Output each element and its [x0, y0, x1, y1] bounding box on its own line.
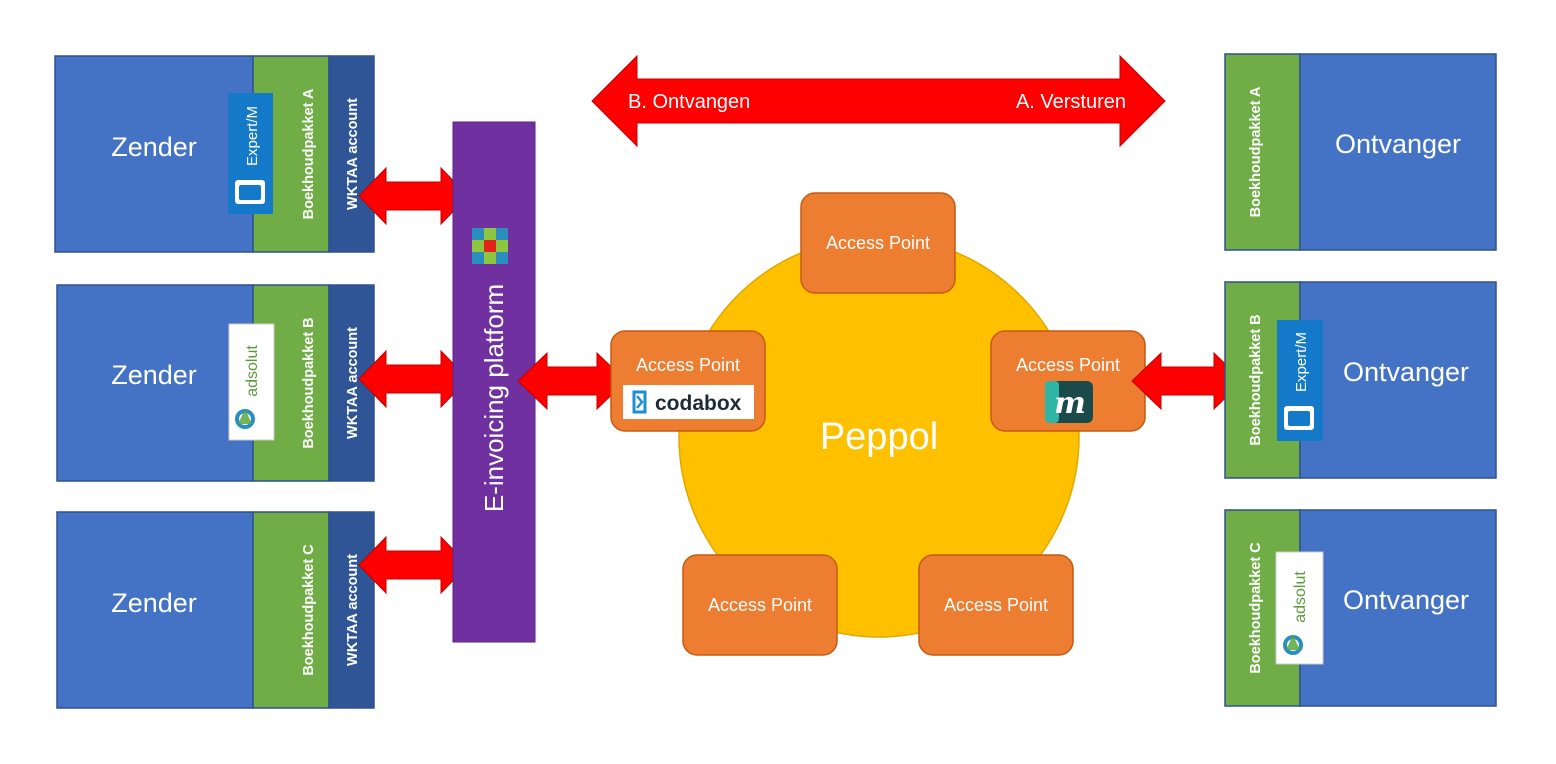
receiver-group-a: Boekhoudpakket A Ontvanger: [1224, 53, 1497, 251]
direction-left-label: B. Ontvangen: [628, 91, 750, 113]
expertm-logo-icon: Expert/M: [1277, 320, 1323, 441]
receiver-label: Ontvanger: [1343, 585, 1469, 615]
receiver-label: Ontvanger: [1335, 129, 1461, 159]
peppol-label: Peppol: [820, 416, 938, 458]
account-label: WKTAA account: [345, 327, 361, 439]
double-arrow-sender-b: [358, 349, 469, 409]
account-box: [328, 511, 375, 709]
direction-arrow: B. Ontvangen A. Versturen: [591, 54, 1166, 148]
adsolut-logo-label: adsolut: [1292, 571, 1309, 623]
expertm-logo-label: Expert/M: [244, 106, 261, 166]
direction-right-label: A. Versturen: [1016, 91, 1126, 113]
receiver-box: [1299, 509, 1497, 707]
receiver-box: [1299, 53, 1497, 251]
account-label: WKTAA account: [345, 554, 361, 666]
sender-label: Zender: [111, 588, 197, 618]
access-point-label: Access Point: [1016, 355, 1120, 375]
access-point-left: Access Point codabox: [610, 330, 766, 432]
adsolut-logo-icon: adsolut: [1275, 551, 1324, 665]
m-logo-label: m: [1054, 386, 1086, 421]
account-label: WKTAA account: [345, 98, 361, 210]
receiver-group-c: Boekhoudpakket C Ontvanger adsolut: [1224, 509, 1497, 707]
double-arrow-sender-a: [358, 166, 469, 226]
platform-label: E-invoicing platform: [479, 284, 509, 512]
sender-group-c: Zender Boekhoudpakket C WKTAA account: [56, 511, 375, 709]
sender-group-a: Zender Boekhoudpakket A WKTAA account Ex…: [54, 55, 375, 253]
codabox-logo-icon: codabox: [623, 385, 754, 419]
package-box: [252, 511, 330, 709]
receiver-group-b: Boekhoudpakket B Ontvanger Expert/M: [1224, 281, 1497, 479]
receiver-label: Ontvanger: [1343, 357, 1469, 387]
expertm-logo-icon: Expert/M: [228, 93, 273, 214]
expertm-logo-label: Expert/M: [1293, 332, 1310, 392]
access-point-bottom-left: Access Point: [682, 554, 838, 656]
package-label: Boekhoudpakket A: [301, 88, 317, 219]
sender-box: [56, 511, 254, 709]
receiver-box: [1299, 281, 1497, 479]
access-point-label: Access Point: [636, 355, 740, 375]
access-point-right: Access Point m: [990, 330, 1146, 432]
access-point-top: Access Point: [800, 192, 956, 294]
account-box: [328, 55, 375, 253]
peppol-network: Peppol Access Point Access Point codabox…: [610, 192, 1146, 656]
adsolut-logo-icon: adsolut: [228, 323, 275, 441]
m-logo-icon: m: [1045, 381, 1093, 423]
package-label: Boekhoudpakket B: [1248, 314, 1264, 445]
sender-box: [54, 55, 254, 253]
package-label: Boekhoudpakket B: [301, 317, 317, 448]
access-point-label: Access Point: [708, 595, 812, 615]
sender-label: Zender: [111, 360, 197, 390]
access-point-label: Access Point: [944, 595, 1048, 615]
package-label: Boekhoudpakket C: [1248, 542, 1264, 674]
codabox-logo-label: codabox: [655, 392, 742, 415]
sender-group-b: Zender Boekhoudpakket B WKTAA account ad…: [56, 284, 375, 482]
sender-box: [56, 284, 254, 482]
package-label: Boekhoudpakket C: [301, 544, 317, 676]
wolters-kluwer-icon: [472, 228, 508, 264]
adsolut-logo-label: adsolut: [244, 345, 261, 397]
double-arrow-sender-c: [358, 535, 469, 595]
package-label: Boekhoudpakket A: [1248, 86, 1264, 217]
access-point-label: Access Point: [826, 233, 930, 253]
access-point-bottom-right: Access Point: [918, 554, 1074, 656]
sender-label: Zender: [111, 132, 197, 162]
